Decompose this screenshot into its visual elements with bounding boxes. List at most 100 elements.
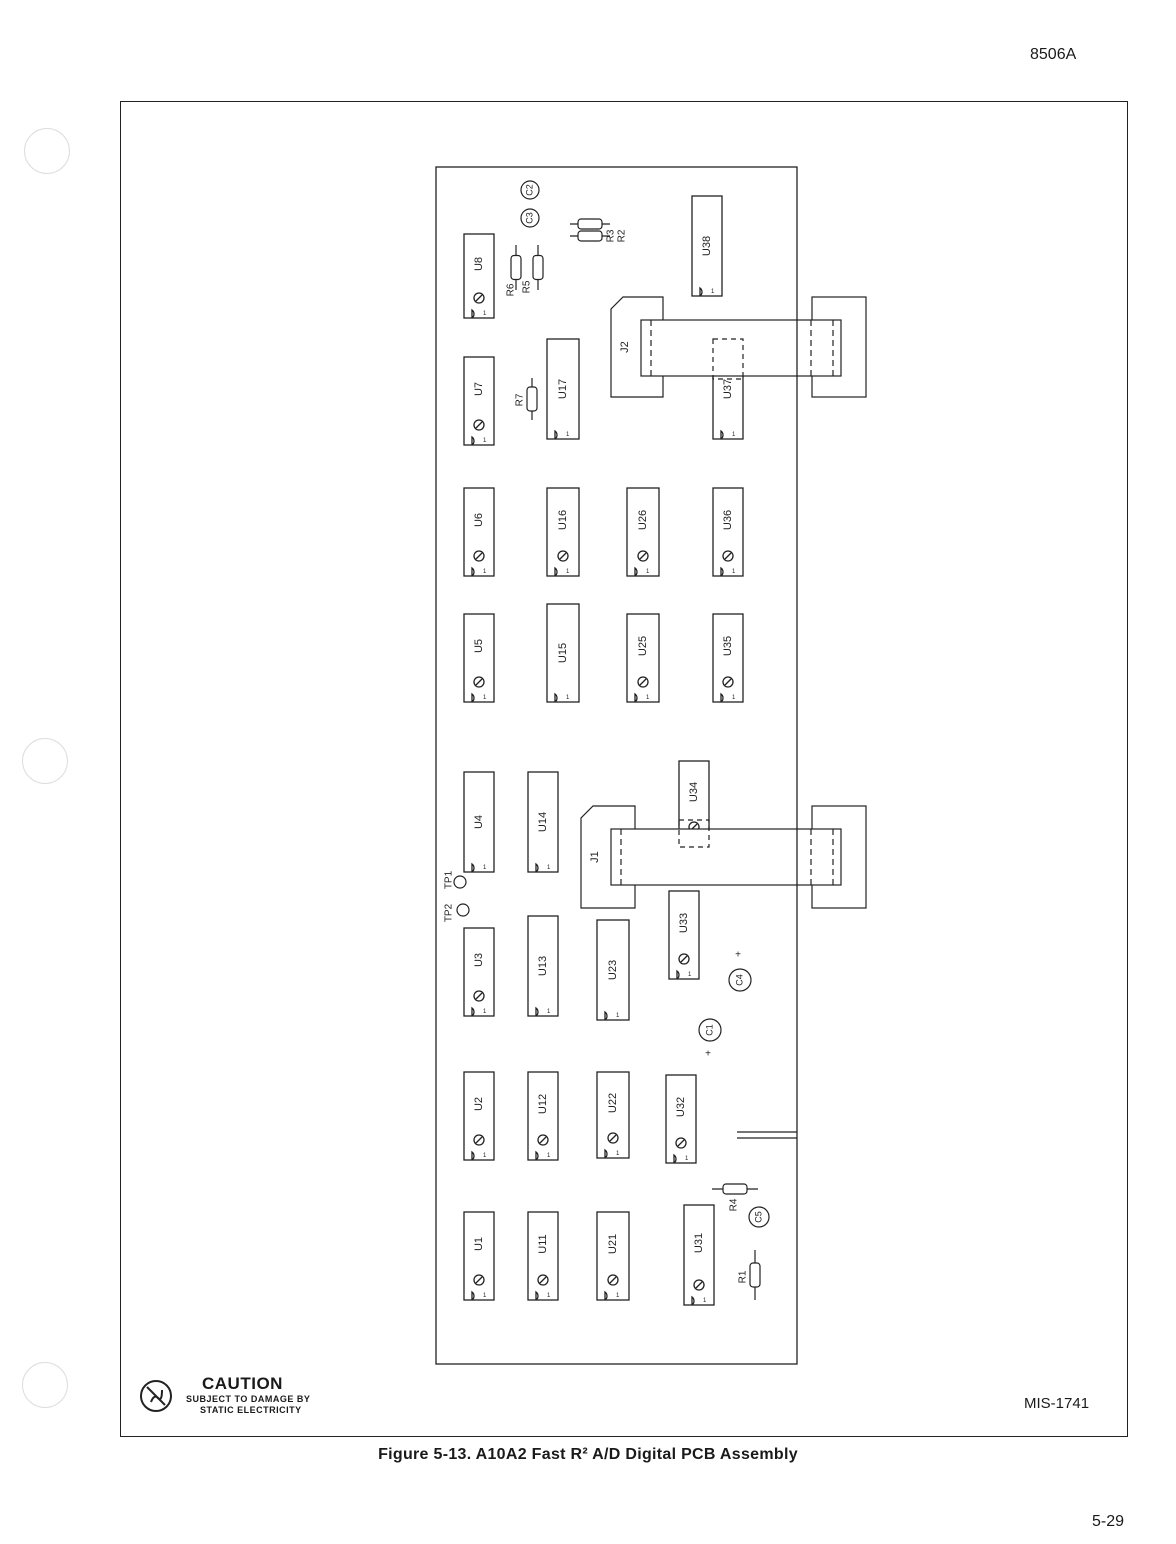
capacitor-body (520, 180, 540, 200)
ic-notch (471, 435, 475, 446)
resistor-body (749, 1262, 761, 1288)
ic-outline (712, 487, 744, 577)
resistor-r6: R6 (506, 245, 522, 296)
ic-label: U2 (473, 1097, 485, 1111)
ic-test-mark (639, 678, 647, 686)
pin1-mark: 1 (732, 432, 736, 438)
pin1-mark: 1 (483, 695, 487, 701)
ic-u7: 1U7 (463, 356, 495, 446)
resistor-label: R4 (729, 1198, 740, 1211)
figure-frame (120, 101, 1128, 1437)
hidden-ic-outline (678, 819, 710, 848)
ic-label: U34 (688, 782, 700, 802)
ic-outline (527, 1071, 559, 1161)
ic-label: U3 (473, 953, 485, 967)
static-sensitive-icon (140, 1380, 172, 1412)
pin1-mark: 1 (483, 1153, 487, 1159)
ic-notch (471, 1006, 475, 1017)
binder-hole-top (24, 128, 70, 174)
ic-group: 1U11U21U31U41U51U61U71U81U111U121U131U14… (463, 195, 744, 1306)
resistor-body (722, 1183, 748, 1195)
connector-body (580, 805, 636, 909)
test-point-pad (453, 875, 467, 889)
connector-label: J2 (619, 341, 631, 353)
ic-u4: 1U4 (463, 771, 495, 873)
ic-label: U36 (722, 510, 734, 530)
resistor-r1: R1 (738, 1250, 761, 1300)
ic-notch (535, 1006, 539, 1017)
pin1-mark: 1 (646, 569, 650, 575)
resistor-body (577, 230, 603, 242)
test-point-pad (456, 903, 470, 917)
ic-label: U15 (557, 643, 569, 663)
ic-test-mark (639, 552, 647, 560)
ic-notch (554, 566, 558, 577)
ic-test-mark (475, 678, 483, 686)
ic-u6: 1U6 (463, 487, 495, 577)
capacitor-c5: C5 (748, 1206, 770, 1228)
ic-label: U5 (473, 639, 485, 653)
pin1-mark: 1 (646, 695, 650, 701)
resistor-label: R2 (617, 229, 628, 242)
figure-caption: Figure 5-13. A10A2 Fast R² A/D Digital P… (378, 1446, 798, 1463)
binder-hole-bottom (22, 1362, 68, 1408)
ic-notch (535, 1290, 539, 1301)
pin1-mark: 1 (483, 438, 487, 444)
pin1-mark: 1 (483, 569, 487, 575)
ic-notch (691, 1295, 695, 1306)
pin1-mark: 1 (566, 569, 570, 575)
pin1-mark: 1 (703, 1298, 707, 1304)
ic-outline (463, 487, 495, 577)
capacitor-body (748, 1206, 770, 1228)
capacitor-label: C1 (704, 1024, 714, 1036)
ic-test-mark (724, 678, 732, 686)
ic-notch (471, 692, 475, 703)
resistor-label: R6 (506, 283, 517, 296)
ic-notch (471, 862, 475, 873)
ic-notch (604, 1148, 608, 1159)
ic-outline (665, 1074, 697, 1164)
ic-test-mark (475, 421, 483, 429)
ic-u17: 1 U17 (546, 338, 580, 440)
ic-outline (712, 613, 744, 703)
capacitor-c3: C3 (520, 208, 540, 228)
ic-test-mark (475, 294, 483, 302)
pin1-mark: 1 (483, 1009, 487, 1015)
capacitor-polarity: + (735, 950, 741, 961)
ic-label: U35 (722, 636, 734, 656)
document-number: 8506A (1030, 46, 1077, 63)
ic-test-mark (609, 1134, 617, 1142)
ic-notch (471, 308, 475, 319)
ic-outline (546, 338, 580, 440)
ic-label: U13 (537, 956, 549, 976)
capacitor-c4: C4+ (728, 950, 752, 992)
ic-outline (463, 613, 495, 703)
pin1-mark: 1 (547, 1153, 551, 1159)
ic-u38: 1 U38 (691, 195, 723, 297)
capacitor-label: C5 (753, 1211, 763, 1223)
capacitor-polarity: + (705, 1049, 711, 1060)
ic-notch (471, 1150, 475, 1161)
ic-outline (463, 356, 495, 446)
ic-label: U38 (701, 236, 713, 256)
pin1-mark: 1 (566, 432, 570, 438)
ic-u1: 1U1 (463, 1211, 495, 1301)
ic-label: U17 (557, 379, 569, 399)
pin1-mark: 1 (483, 311, 487, 317)
pin1-mark: 1 (711, 289, 715, 295)
ic-notch (673, 1153, 677, 1164)
ic-outline (463, 1211, 495, 1301)
ic-outline (527, 915, 559, 1017)
